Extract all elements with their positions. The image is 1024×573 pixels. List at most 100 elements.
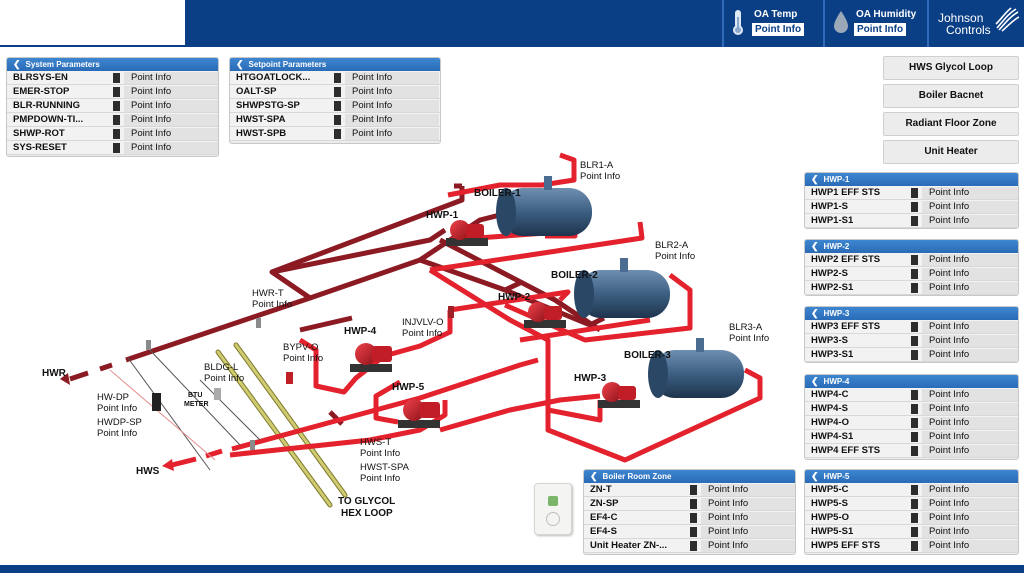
- status-indicator: [911, 255, 918, 265]
- chevron-left-icon: ❮: [811, 471, 819, 481]
- point-name: HWP4-C: [811, 389, 849, 400]
- point-name: ZN-T: [590, 484, 612, 495]
- title-area: [0, 0, 188, 47]
- point-name: HWP5-C: [811, 484, 849, 495]
- status-indicator: [113, 87, 120, 97]
- point-info-link[interactable]: Point Info: [124, 86, 218, 98]
- thermostat-display: [548, 496, 558, 506]
- point-info-link[interactable]: Point Info: [922, 417, 1018, 429]
- radiant-floor-zone-button[interactable]: Radiant Floor Zone: [883, 112, 1019, 136]
- point-info-link[interactable]: Point Info: [922, 349, 1018, 361]
- status-indicator: [113, 143, 120, 153]
- point-info-link[interactable]: Point Info: [345, 100, 439, 112]
- point-info-link[interactable]: Point Info: [922, 201, 1018, 213]
- point-info-link[interactable]: Point Info: [922, 403, 1018, 415]
- hwp-2-label: HWP-2: [498, 292, 531, 303]
- point-info-link[interactable]: Point Info: [124, 100, 218, 112]
- hwp-4-header[interactable]: ❮HWP-4: [805, 375, 1018, 388]
- point-info-link[interactable]: Point Info: [922, 389, 1018, 401]
- point-info-link[interactable]: Point Info: [922, 526, 1018, 538]
- hwp-1-label: HWP-1: [426, 210, 459, 221]
- point-info-link[interactable]: Point Info: [124, 142, 218, 154]
- boiler-1-label: BOILER-1: [474, 188, 521, 199]
- status-indicator: [911, 404, 918, 414]
- point-info-link[interactable]: Point Info: [701, 498, 795, 510]
- status-indicator: [911, 202, 918, 212]
- point-info-link[interactable]: Point Info: [124, 114, 218, 126]
- hwp-1-header[interactable]: ❮HWP-1: [805, 173, 1018, 186]
- point-name: HTGOATLOCK...: [236, 72, 311, 83]
- point-info-link[interactable]: Point Info: [124, 128, 218, 140]
- hwp-5-header[interactable]: ❮HWP-5: [805, 470, 1018, 483]
- status-indicator: [113, 73, 120, 83]
- hwp-3-header[interactable]: ❮HWP-3: [805, 307, 1018, 320]
- point-info-link[interactable]: Point Info: [922, 268, 1018, 280]
- johnson-controls-logo: Johnson Controls: [928, 4, 1024, 44]
- point-name: HWP5-O: [811, 512, 849, 523]
- thermostat-icon: [534, 483, 572, 535]
- point-info-link[interactable]: Point Info: [345, 114, 439, 126]
- point-info-link[interactable]: Point Info: [701, 540, 795, 552]
- point-info-link[interactable]: Point Info: [922, 512, 1018, 524]
- point-name: HWP2-S: [811, 268, 848, 279]
- point-info-link[interactable]: Point Info: [922, 431, 1018, 443]
- status-indicator: [911, 418, 918, 428]
- hwr-label: HWR: [42, 368, 66, 379]
- hws-label: HWS: [136, 466, 160, 477]
- boiler-room-zone-header[interactable]: ❮Boiler Room Zone: [584, 470, 795, 483]
- point-info-link[interactable]: Point Info: [922, 215, 1018, 227]
- point-info-link[interactable]: Point Info: [922, 254, 1018, 266]
- point-info-link[interactable]: Point Info: [345, 128, 439, 140]
- dp-sensing-lines: [109, 347, 261, 471]
- point-info-link[interactable]: Point Info: [922, 498, 1018, 510]
- glycol-pipes-fill: [216, 343, 347, 507]
- point-info-link[interactable]: Point Info: [922, 282, 1018, 294]
- unit-heater-button[interactable]: Unit Heater: [883, 140, 1019, 164]
- point-info-link[interactable]: Point Info: [701, 526, 795, 538]
- point-info-link[interactable]: Point Info: [345, 72, 439, 84]
- point-name: HWP1-S: [811, 201, 848, 212]
- point-info-link[interactable]: Point Info: [922, 445, 1018, 457]
- point-name: SHWPSTG-SP: [236, 100, 300, 111]
- panel-title: Setpoint Parameters: [248, 60, 327, 69]
- point-info-link[interactable]: Point Info: [922, 321, 1018, 333]
- oa-humidity-point-info-button[interactable]: Point Info: [854, 23, 907, 36]
- point-row: HWP5-C Point Info: [805, 483, 1018, 497]
- logo-text: Johnson Controls: [938, 11, 991, 37]
- point-info-link[interactable]: Point Info: [922, 484, 1018, 496]
- point-info-link[interactable]: Point Info: [922, 187, 1018, 199]
- system-parameters-header[interactable]: ❮System Parameters: [7, 58, 218, 71]
- point-info-link[interactable]: Point Info: [922, 335, 1018, 347]
- btu-meter-label-2: METER: [184, 401, 209, 408]
- status-indicator: [690, 541, 697, 551]
- point-info-link[interactable]: Point Info: [701, 512, 795, 524]
- point-info-link[interactable]: Point Info: [345, 86, 439, 98]
- setpoint-parameters-header[interactable]: ❮Setpoint Parameters: [230, 58, 440, 71]
- point-info-link[interactable]: Point Info: [701, 484, 795, 496]
- oa-temp-point-info-button[interactable]: Point Info: [752, 23, 805, 36]
- point-name: SYS-RESET: [13, 142, 67, 153]
- point-info-link[interactable]: Point Info: [922, 540, 1018, 552]
- hwp-2-header[interactable]: ❮HWP-2: [805, 240, 1018, 253]
- boiler-bacnet-button[interactable]: Boiler Bacnet: [883, 84, 1019, 108]
- hws-glycol-loop-button[interactable]: HWS Glycol Loop: [883, 56, 1019, 80]
- point-info-link[interactable]: Point Info: [124, 72, 218, 84]
